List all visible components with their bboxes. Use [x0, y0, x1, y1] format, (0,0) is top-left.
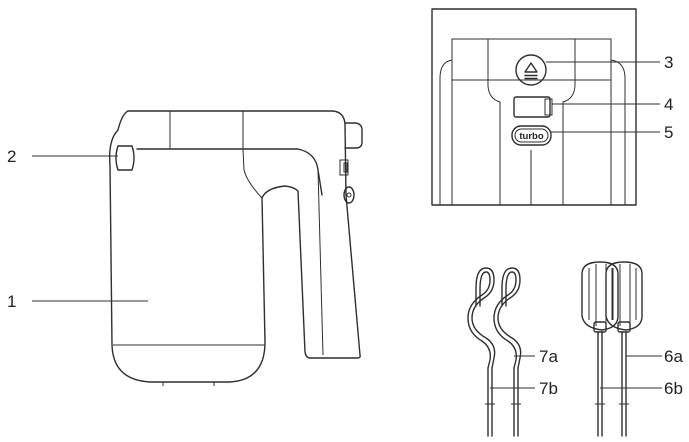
- callout-5: 5: [551, 123, 673, 142]
- callout-label-1: 1: [7, 292, 16, 311]
- callout-label-3: 3: [664, 53, 673, 72]
- callout-label-6b: 6b: [664, 379, 683, 398]
- callout-3: 3: [546, 53, 673, 72]
- callout-label-6a: 6a: [664, 347, 683, 366]
- callout-1: 1: [7, 292, 148, 311]
- callout-label-5: 5: [664, 123, 673, 142]
- eject-button-side: [115, 145, 135, 171]
- callout-6a: 6a: [626, 347, 683, 366]
- dough-hooks: [467, 267, 522, 437]
- speed-switch-side: [339, 122, 363, 204]
- callout-2: 2: [7, 147, 118, 166]
- callout-label-7b: 7b: [539, 379, 558, 398]
- callout-4: 4: [552, 95, 673, 114]
- beaters: [581, 261, 643, 437]
- turbo-button-label: turbo: [519, 131, 543, 142]
- callout-label-2: 2: [7, 147, 16, 166]
- callout-7a: 7a: [514, 347, 558, 366]
- callout-label-4: 4: [664, 95, 673, 114]
- callout-6b: 6b: [600, 379, 683, 398]
- callout-label-7a: 7a: [539, 347, 558, 366]
- callout-7b: 7b: [490, 379, 558, 398]
- control-panel-detail: turbo: [431, 8, 637, 206]
- mixer-body: [108, 110, 361, 386]
